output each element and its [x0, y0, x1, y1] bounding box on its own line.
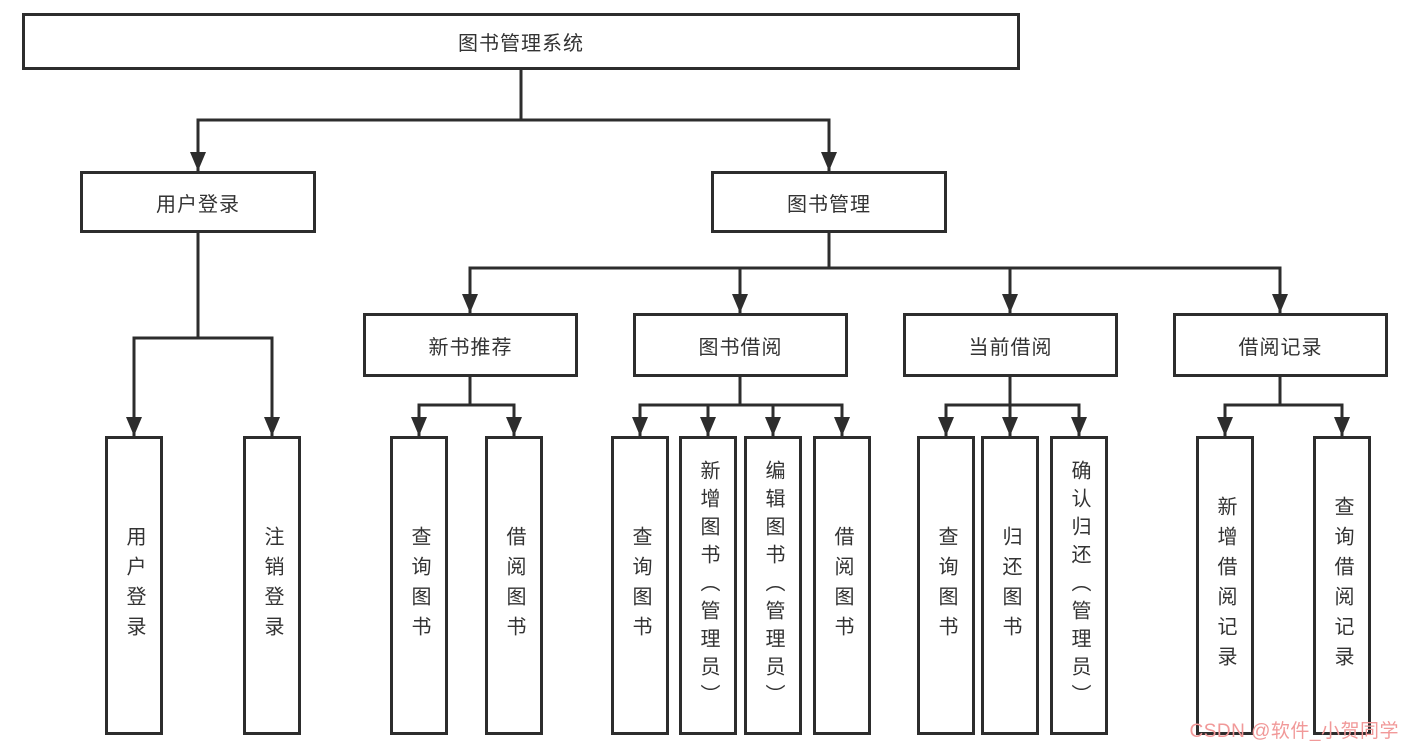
arrowheads	[126, 152, 1350, 436]
leaf-add-books-admin: 新增图书（管理员）	[679, 436, 737, 735]
leaf-confirm-return-admin: 确认归还（管理员）	[1050, 436, 1108, 735]
node-library-system-root: 图书管理系统	[22, 13, 1020, 70]
node-borrowing-records: 借阅记录	[1173, 313, 1388, 377]
leaf-borrow-books-recommend: 借阅图书	[485, 436, 543, 735]
leaf-edit-books-admin: 编辑图书（管理员）	[744, 436, 802, 735]
leaf-query-books-recommend: 查询图书	[390, 436, 448, 735]
leaf-query-books-borrowing: 查询图书	[611, 436, 669, 735]
leaf-query-borrow-record: 查询借阅记录	[1313, 436, 1371, 735]
node-current-borrowing: 当前借阅	[903, 313, 1118, 377]
node-new-book-recommendation: 新书推荐	[363, 313, 578, 377]
leaf-user-login: 用户登录	[105, 436, 163, 735]
leaf-borrow-books-borrowing: 借阅图书	[813, 436, 871, 735]
node-user-login: 用户登录	[80, 171, 316, 233]
leaf-query-books-current: 查询图书	[917, 436, 975, 735]
leaf-return-books: 归还图书	[981, 436, 1039, 735]
leaf-logout-login: 注销登录	[243, 436, 301, 735]
node-book-borrowing: 图书借阅	[633, 313, 848, 377]
leaf-add-borrow-record: 新增借阅记录	[1196, 436, 1254, 735]
node-book-management: 图书管理	[711, 171, 947, 233]
csdn-watermark: CSDN @软件_小贺同学	[1189, 721, 1399, 742]
